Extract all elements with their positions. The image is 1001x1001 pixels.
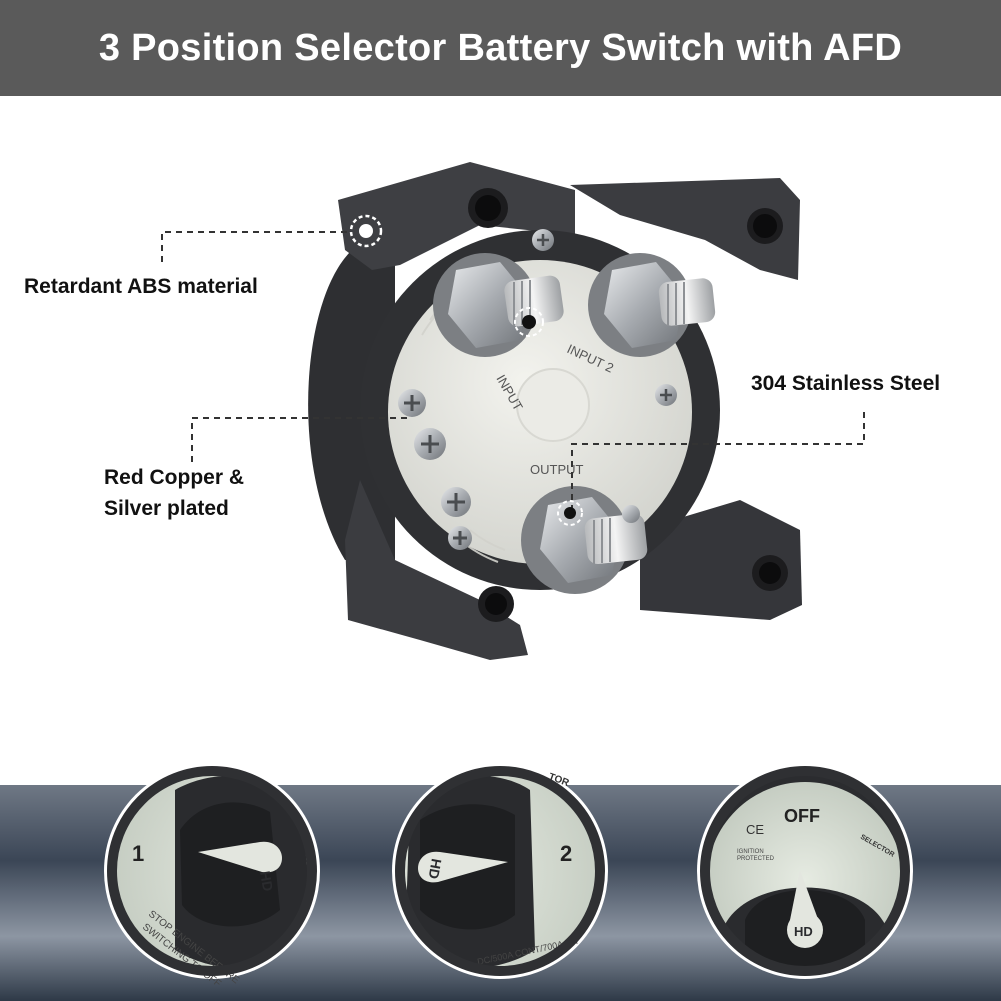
label-output: OUTPUT	[530, 462, 584, 477]
position-label-1: 1	[132, 841, 144, 866]
callout-copper-line-2: Silver plated	[104, 497, 229, 520]
callout-lines	[161, 231, 865, 508]
terminal-input-2	[588, 253, 716, 357]
copper-screws	[398, 229, 677, 550]
callout-copper-line-1: Red Copper &	[104, 466, 245, 489]
position-label-off: OFF	[784, 806, 820, 826]
terminal-input-1	[433, 253, 564, 357]
callout-markers	[349, 214, 583, 526]
callout-abs-material: Retardant ABS material	[24, 275, 258, 298]
knob-hd-2: HD	[426, 857, 445, 880]
protected-text: PROTECTED	[737, 856, 775, 862]
knob-hd-3: HD	[794, 924, 813, 939]
ce-mark: CE	[746, 822, 764, 837]
title-banner: 3 Position Selector Battery Switch with …	[0, 0, 1001, 96]
position-label-2: 2	[560, 841, 572, 866]
page-title: 3 Position Selector Battery Switch with …	[98, 26, 903, 69]
inset-position-off: OFF CE IGNITION PROTECTED SELECTOR HD	[697, 763, 913, 979]
callout-stainless-steel: 304 Stainless Steel	[751, 372, 941, 395]
knob-hd-1: HD	[257, 870, 276, 893]
battery-switch: INPUT INPUT 2 OUTPUT	[308, 162, 802, 660]
inset-position-1: 1 HD STOP ENGINE BEFORE SWITCHING TO OFF	[104, 763, 320, 990]
inset-position-2: 2 HD TOR DC/500A CONT/700A INT	[392, 763, 608, 979]
ignition-text: IGNITION	[737, 849, 764, 855]
